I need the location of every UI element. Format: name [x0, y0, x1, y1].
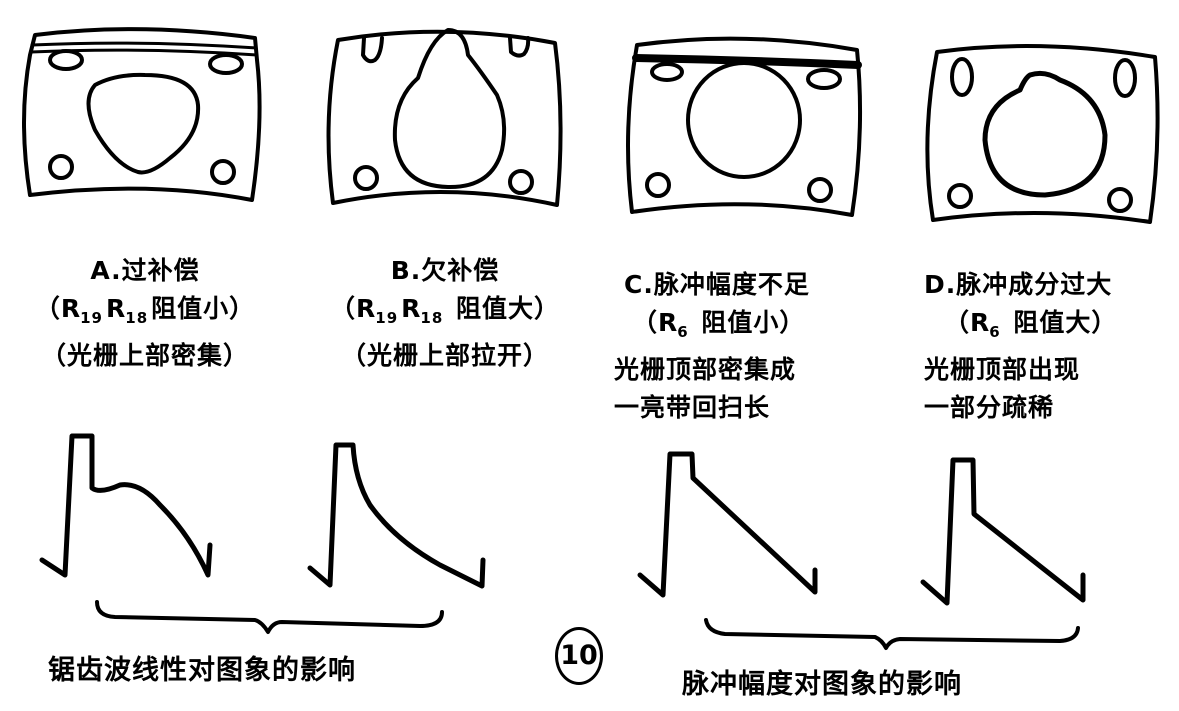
resistor-r18-subscript: 18 [420, 309, 444, 327]
raster-d-corner-hole-tr [1113, 58, 1137, 98]
raster-a-top-band [30, 41, 258, 50]
raster-c-corner-hole-bl [645, 172, 671, 198]
panel-c-effect-line-2: 一亮带回扫长 [614, 393, 771, 422]
panel-a-title: A.过补偿 [90, 256, 200, 285]
resistor-r19-subscript: 19 [375, 309, 399, 327]
resistor-r6-subscript: 6 [989, 323, 1001, 341]
raster-c [626, 36, 863, 217]
raster-c-center-circle [686, 61, 802, 179]
paren-open: （ [329, 294, 356, 323]
resistor-r18: R [401, 294, 422, 323]
resistor-r6: R [658, 308, 679, 337]
panel-b-effect: （光栅上部拉开） [340, 341, 549, 370]
panel-d-effect-line-1: 光栅顶部出现 [924, 355, 1081, 384]
panel-d-label: D.脉冲成分过大 （R6 阻值大） 光栅顶部出现 一部分疏稀 [924, 266, 1179, 427]
paren-open: （ [944, 308, 971, 337]
raster-a [22, 27, 262, 202]
raster-a-frame [22, 27, 262, 202]
raster-b [326, 28, 563, 207]
resistor-r18-subscript: 18 [125, 309, 149, 327]
panel-d-effect-line-2: 一部分疏稀 [924, 393, 1055, 422]
raster-c-corner-hole-br [807, 177, 833, 203]
raster-d-frame [925, 44, 1160, 224]
raster-c-corner-hole-tl [650, 62, 684, 82]
panel-c-condition: （R6 阻值小） [614, 304, 894, 351]
condition-text: 阻值大） [1003, 308, 1118, 337]
raster-b-corner-notch-tl [361, 36, 384, 64]
resistor-r6-subscript: 6 [677, 323, 689, 341]
panel-b-title: B.欠补偿 [390, 256, 500, 285]
condition-text: 阻值大） [446, 294, 560, 323]
waveform-d [920, 457, 1086, 606]
raster-d-corner-hole-tl [950, 57, 974, 97]
panel-c-label: C.脉冲幅度不足 （R6 阻值小） 光栅顶部密集成 一亮带回扫长 [614, 266, 894, 427]
brace-sawtooth-linearity [95, 600, 444, 634]
caption-pulse-amplitude: 脉冲幅度对图象的影响 [682, 669, 962, 700]
raster-b-corner-notch-tr [508, 36, 531, 58]
waveform-b [307, 442, 486, 589]
raster-b-frame [326, 29, 563, 207]
resistor-r6: R [970, 308, 991, 337]
resistor-r19-subscript: 19 [80, 309, 103, 327]
condition-text: 阻值小） [691, 308, 806, 337]
raster-a-corner-hole-bl [48, 154, 74, 180]
raster-a-corner-hole-br [210, 159, 236, 185]
panel-a-effect: （光栅上部密集） [40, 341, 249, 370]
raster-c-bright-band [632, 54, 862, 69]
waveform-a [39, 433, 213, 578]
caption-sawtooth-linearity: 锯齿波线性对图象的影响 [48, 655, 356, 686]
raster-d-center-shape [982, 70, 1108, 198]
waveform-c [637, 451, 818, 598]
raster-b-teardrop [392, 28, 507, 190]
raster-a-center-shape [86, 72, 201, 175]
raster-a-corner-hole-tr [208, 53, 244, 75]
condition-text: 阻值小） [151, 294, 256, 323]
raster-c-frame [626, 36, 863, 217]
raster-d-corner-hole-bl [947, 183, 973, 209]
panel-c-title: C.脉冲幅度不足 [624, 270, 810, 299]
raster-d [925, 44, 1160, 224]
panel-d-condition: （R6 阻值大） [924, 304, 1179, 351]
resistor-r18: R [106, 294, 127, 323]
brace-pulse-amplitude [704, 618, 1080, 650]
paren-open: （ [34, 294, 61, 323]
resistor-r19: R [356, 294, 377, 323]
paren-open: （ [632, 308, 659, 337]
raster-a-corner-hole-tl [48, 49, 84, 71]
figure-number-badge: 10 [555, 627, 603, 685]
panel-c-effect-line-1: 光栅顶部密集成 [614, 355, 797, 384]
resistor-r19: R [60, 294, 82, 323]
raster-d-corner-hole-br [1107, 187, 1133, 213]
raster-b-corner-hole-br [508, 169, 534, 195]
raster-c-corner-hole-tr [806, 68, 842, 90]
raster-b-corner-hole-bl [353, 165, 379, 191]
panel-d-title: D.脉冲成分过大 [924, 270, 1113, 299]
